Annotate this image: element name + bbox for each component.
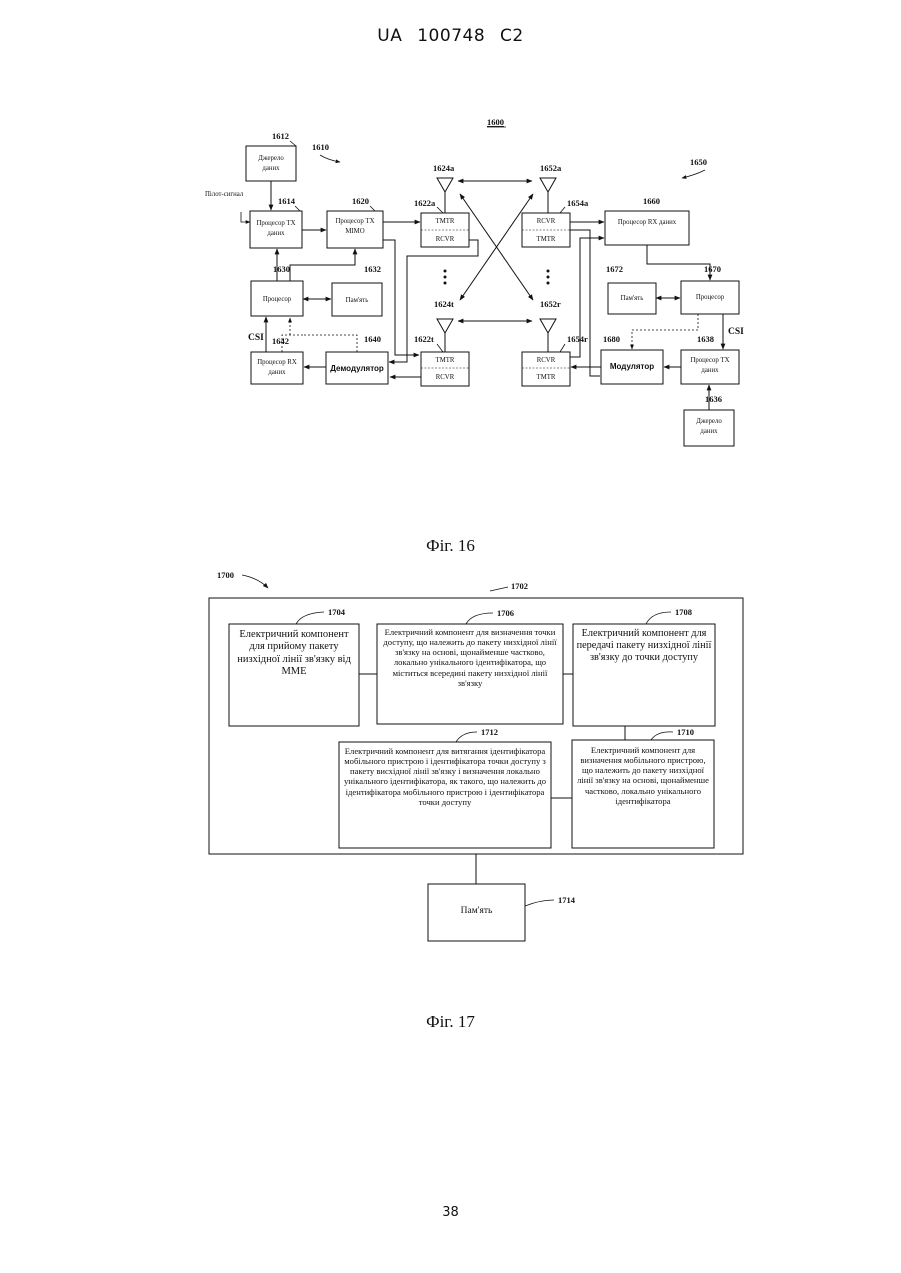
ref-1710: 1710 <box>677 727 694 737</box>
ref-1706: 1706 <box>497 608 514 618</box>
ref-1700: 1700 <box>217 570 234 580</box>
figure-17-caption: Фіг. 17 <box>0 1012 901 1032</box>
component-1712-text: Електричний компонент для витягання іден… <box>342 746 548 807</box>
component-1704-text: Електричний компонент для прийому пакету… <box>231 629 357 679</box>
ref-1708: 1708 <box>675 607 692 617</box>
component-1710-text: Електричний компонент для визначення моб… <box>575 745 711 806</box>
memory-1714-text: Пам'ять <box>428 906 525 917</box>
component-1708-text: Електричний компонент для передачі пакет… <box>575 628 713 664</box>
figure-17-diagram: 1700 1702 1704 1706 1708 1712 1710 1714 <box>0 0 901 960</box>
component-1706-text: Електричний компонент для визначення точ… <box>380 627 560 688</box>
page-number: 38 <box>0 1205 901 1220</box>
ref-1714: 1714 <box>558 895 576 905</box>
ref-1712: 1712 <box>481 727 498 737</box>
ref-1702: 1702 <box>511 581 528 591</box>
ref-1704: 1704 <box>328 607 346 617</box>
